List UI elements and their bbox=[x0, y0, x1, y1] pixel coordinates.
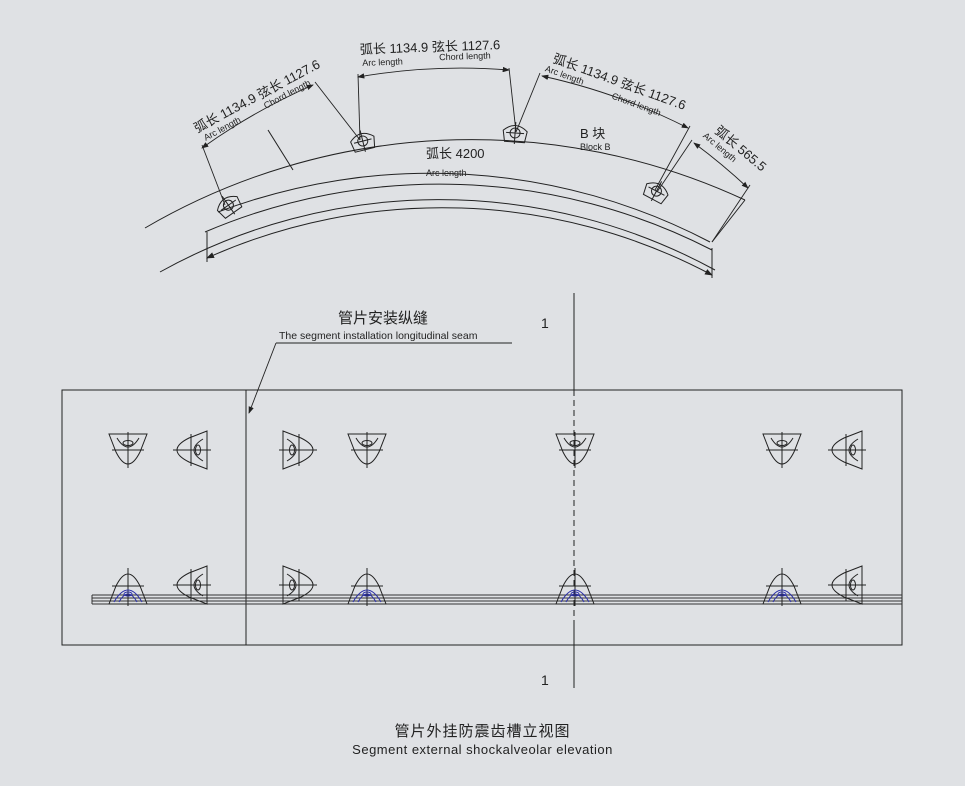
shock-grooves-bottom-row bbox=[108, 565, 867, 607]
dim-left-text: 弧长 1134.9 弦长 1127.6 bbox=[191, 56, 322, 135]
dim-label-left: 弧长 1134.9 弦长 1127.6 Arc length Chord len… bbox=[191, 56, 322, 142]
total-arc-text: 弧长 4200 bbox=[426, 146, 485, 161]
dimension-lines bbox=[201, 66, 751, 243]
elevation-frame bbox=[61, 389, 903, 646]
caption-cn: 管片外挂防震齿槽立视图 bbox=[394, 723, 571, 740]
block-label: B 块 bbox=[580, 126, 605, 141]
total-arc-en: Arc length bbox=[426, 168, 467, 178]
seam-label-en: The segment installation longitudinal se… bbox=[279, 330, 478, 342]
dim-label-right: 弧长 1134.9 弦长 1127.6 Arc length Chord len… bbox=[544, 51, 688, 118]
caption-en: Segment external shockalveolar elevation bbox=[352, 742, 613, 757]
section-mark-bottom: 1 bbox=[541, 672, 549, 688]
section-mark-top: 1 bbox=[541, 315, 549, 331]
dim-mid-chord-en: Chord length bbox=[439, 50, 491, 62]
dim-mid-text: 弧长 1134.9 弦长 1127.6 bbox=[360, 37, 501, 57]
dim-mid-arc-en: Arc length bbox=[362, 57, 403, 68]
segment-ring-arcs bbox=[144, 129, 746, 278]
block-label-en: Block B bbox=[580, 142, 611, 152]
dim-label-end: 弧长 565.5 Arc length bbox=[701, 123, 769, 174]
seam-leader bbox=[248, 342, 512, 414]
seam-label-cn: 管片安装纵缝 bbox=[338, 310, 428, 327]
shock-grooves-top-row bbox=[108, 430, 867, 470]
dim-label-mid: 弧长 1134.9 弦长 1127.6 Arc length Chord len… bbox=[360, 37, 501, 68]
